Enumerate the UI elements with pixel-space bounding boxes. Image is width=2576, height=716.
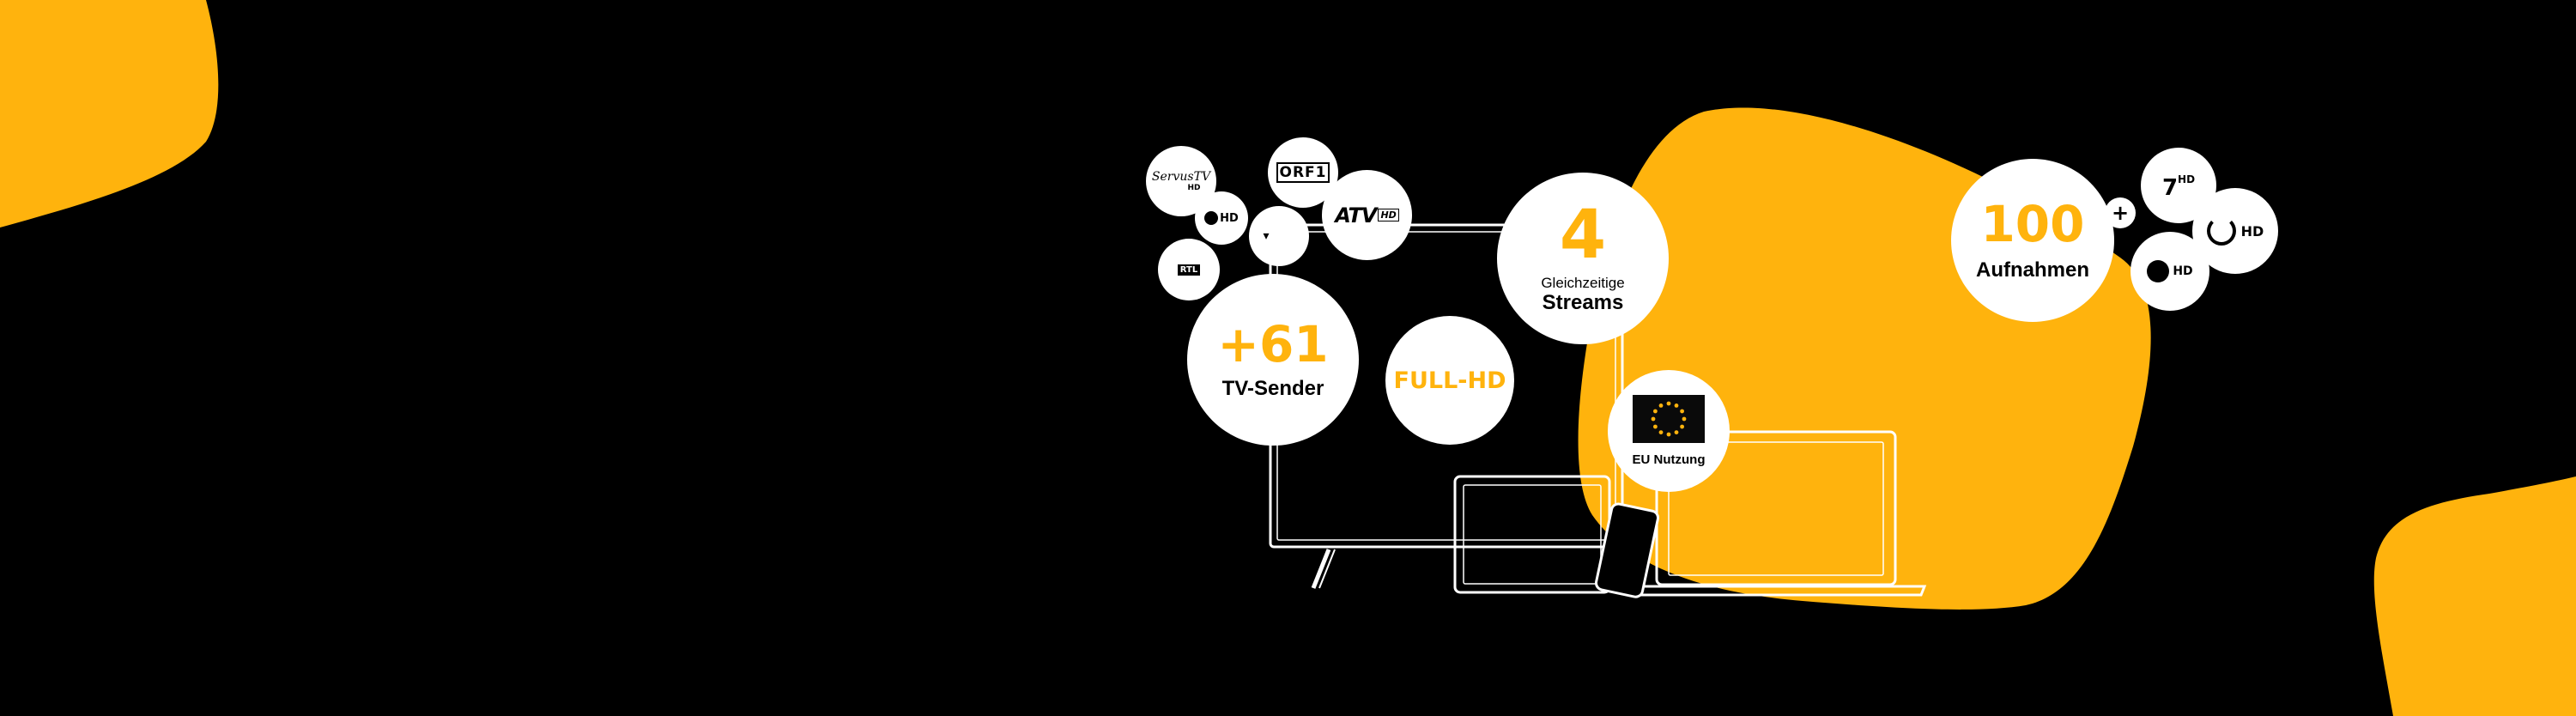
puls4-circle-icon <box>1204 211 1219 225</box>
recordings-label: Aufnahmen <box>1976 258 2089 282</box>
recordings-feature: 100 Aufnahmen <box>1951 159 2114 322</box>
prosieben-icon: 7 <box>2161 175 2179 201</box>
partial-logo-icon: ▾ <box>1263 229 1270 243</box>
corner-blob-top-left <box>0 0 219 228</box>
streams-line2: Streams <box>1542 291 1624 315</box>
puls4-hd-logo: HD <box>1195 191 1248 245</box>
recordings-count: 100 <box>1980 194 2085 253</box>
channels-feature: +61 TV-Sender <box>1187 274 1359 446</box>
channels-label: TV-Sender <box>1221 376 1324 400</box>
channels-count: +61 <box>1217 314 1329 373</box>
quality-label: FULL-HD <box>1393 367 1506 394</box>
sat1-hd-logo: HD <box>2131 232 2209 311</box>
kabel1-icon <box>2206 216 2236 246</box>
rtl-logo: RTL <box>1158 239 1220 300</box>
streams-count: 4 <box>1559 197 1607 275</box>
eu-flag-icon <box>1633 394 1705 443</box>
corner-blob-bottom-right <box>2373 476 2576 716</box>
streams-line1: Gleichzeitige <box>1541 275 1625 292</box>
eu-label: EU Nutzung <box>1632 452 1706 467</box>
phone-outline <box>1594 502 1660 598</box>
quality-feature: FULL-HD <box>1385 316 1514 445</box>
sat1-ball-icon <box>2147 260 2170 282</box>
atv-hd-logo: ATV HD <box>1322 170 1412 260</box>
plus-icon: + <box>2105 197 2136 228</box>
eu-stars-icon <box>1651 401 1687 437</box>
streams-feature: 4 Gleichzeitige Streams <box>1497 173 1669 344</box>
partial-logo: ▾ <box>1249 206 1309 266</box>
eu-feature: EU Nutzung <box>1608 370 1730 492</box>
